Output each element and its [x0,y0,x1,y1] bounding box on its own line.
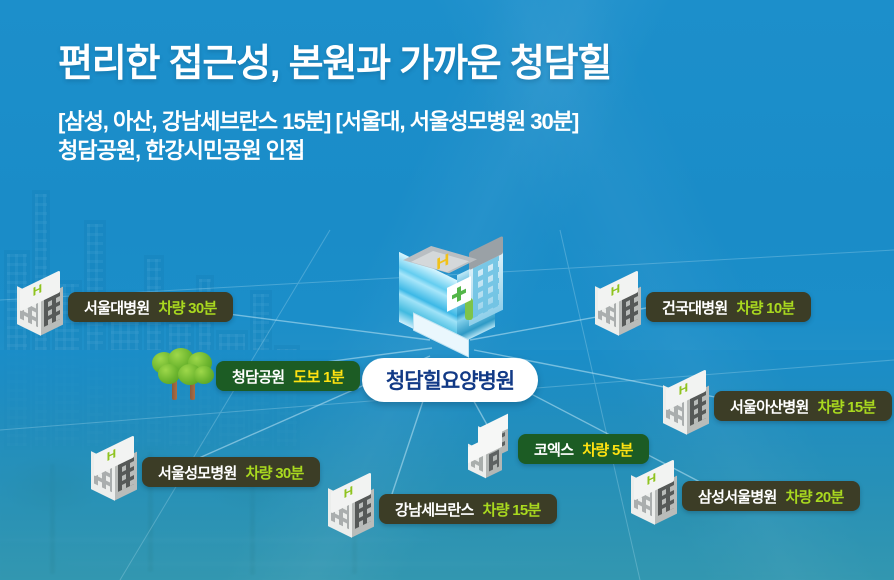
node-gangnam-severance-hospital[interactable]: H 강남세브란스 차량 15분 [325,472,557,538]
page-title: 편리한 접근성, 본원과 가까운 청담힐 [58,43,612,85]
travel-time: 차량 15분 [817,398,877,416]
subtitle-line-1: [삼성, 아산, 강남세브란스 15분] [서울대, 서울성모병원 30분] [58,108,579,134]
header: 편리한 접근성, 본원과 가까운 청담힐 [삼성, 아산, 강남세브란스 15분… [58,42,778,166]
label-pill[interactable]: 서울성모병원 차량 30분 [142,457,320,487]
travel-time: 차량 5분 [582,441,633,459]
travel-time: 도보 1분 [293,368,344,386]
label-pill[interactable]: 강남세브란스 차량 15분 [379,494,557,524]
place-name: 삼성서울병원 [698,488,777,506]
trees-icon [150,348,216,404]
node-seoul-national-university-hospital[interactable]: H 서울대병원 차량 30분 [14,270,233,336]
node-seoul-asan-medical-center[interactable]: H 서울아산병원 차량 15분 [660,369,892,435]
place-name: 강남세브란스 [395,501,474,519]
hospital-building-icon: H [592,270,646,336]
hospital-building-icon: H [660,369,714,435]
place-name: 청담공원 [232,368,285,386]
hospital-building-icon: H [88,435,142,501]
label-pill[interactable]: 서울아산병원 차량 15분 [714,391,892,421]
label-pill[interactable]: 코엑스 차량 5분 [518,434,649,464]
center-hospital-node: H 청담힐요양병원 [360,235,540,402]
node-coex[interactable]: 코엑스 차량 5분 [464,413,649,480]
center-hospital-label-text: 청담힐요양병원 [385,370,515,393]
travel-time: 차량 10분 [736,299,796,317]
hospital-building-icon: H [325,472,379,538]
place-name: 서울성모병원 [158,464,237,482]
travel-time: 차량 30분 [245,464,305,482]
node-seoul-st-marys-hospital[interactable]: H 서울성모병원 차량 30분 [88,435,320,501]
travel-time: 차량 20분 [785,488,845,506]
label-pill[interactable]: 건국대병원 차량 10분 [646,292,811,322]
place-name: 코엑스 [534,441,574,459]
travel-time: 차량 30분 [158,299,218,317]
subtitle-line-2: 청담공원, 한강시민공원 인접 [58,138,305,164]
place-name: 서울대병원 [84,299,150,317]
travel-time: 차량 15분 [482,501,542,519]
hospital-building-icon: H [387,235,513,358]
office-building-icon [464,413,518,480]
center-hospital-label[interactable]: 청담힐요양병원 [361,358,539,402]
node-konkuk-university-hospital[interactable]: H 건국대병원 차량 10분 [592,270,811,336]
label-pill[interactable]: 청담공원 도보 1분 [216,361,360,391]
label-pill[interactable]: 삼성서울병원 차량 20분 [682,481,860,511]
place-name: 서울아산병원 [730,398,809,416]
node-samsung-medical-center[interactable]: H 삼성서울병원 차량 20분 [628,459,860,525]
place-name: 건국대병원 [662,299,728,317]
node-cheongdam-park[interactable]: 청담공원 도보 1분 [150,348,360,404]
hospital-building-icon: H [628,459,682,525]
label-pill[interactable]: 서울대병원 차량 30분 [68,292,233,322]
hospital-building-icon: H [14,270,68,336]
